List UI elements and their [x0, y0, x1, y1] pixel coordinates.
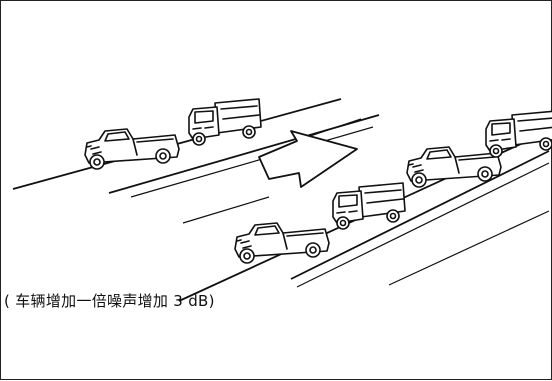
traffic-direction-arrow-icon: [258, 130, 358, 188]
figure-caption: ( 车辆增加一倍噪声增加 3 dB): [4, 292, 215, 310]
pickup-truck-icon: [406, 146, 502, 188]
pickup-truck-icon: [84, 128, 180, 170]
pickup-truck-icon: [234, 222, 330, 264]
box-truck-icon: [332, 182, 406, 230]
box-truck-icon: [188, 98, 262, 146]
box-truck-icon: [485, 110, 552, 158]
